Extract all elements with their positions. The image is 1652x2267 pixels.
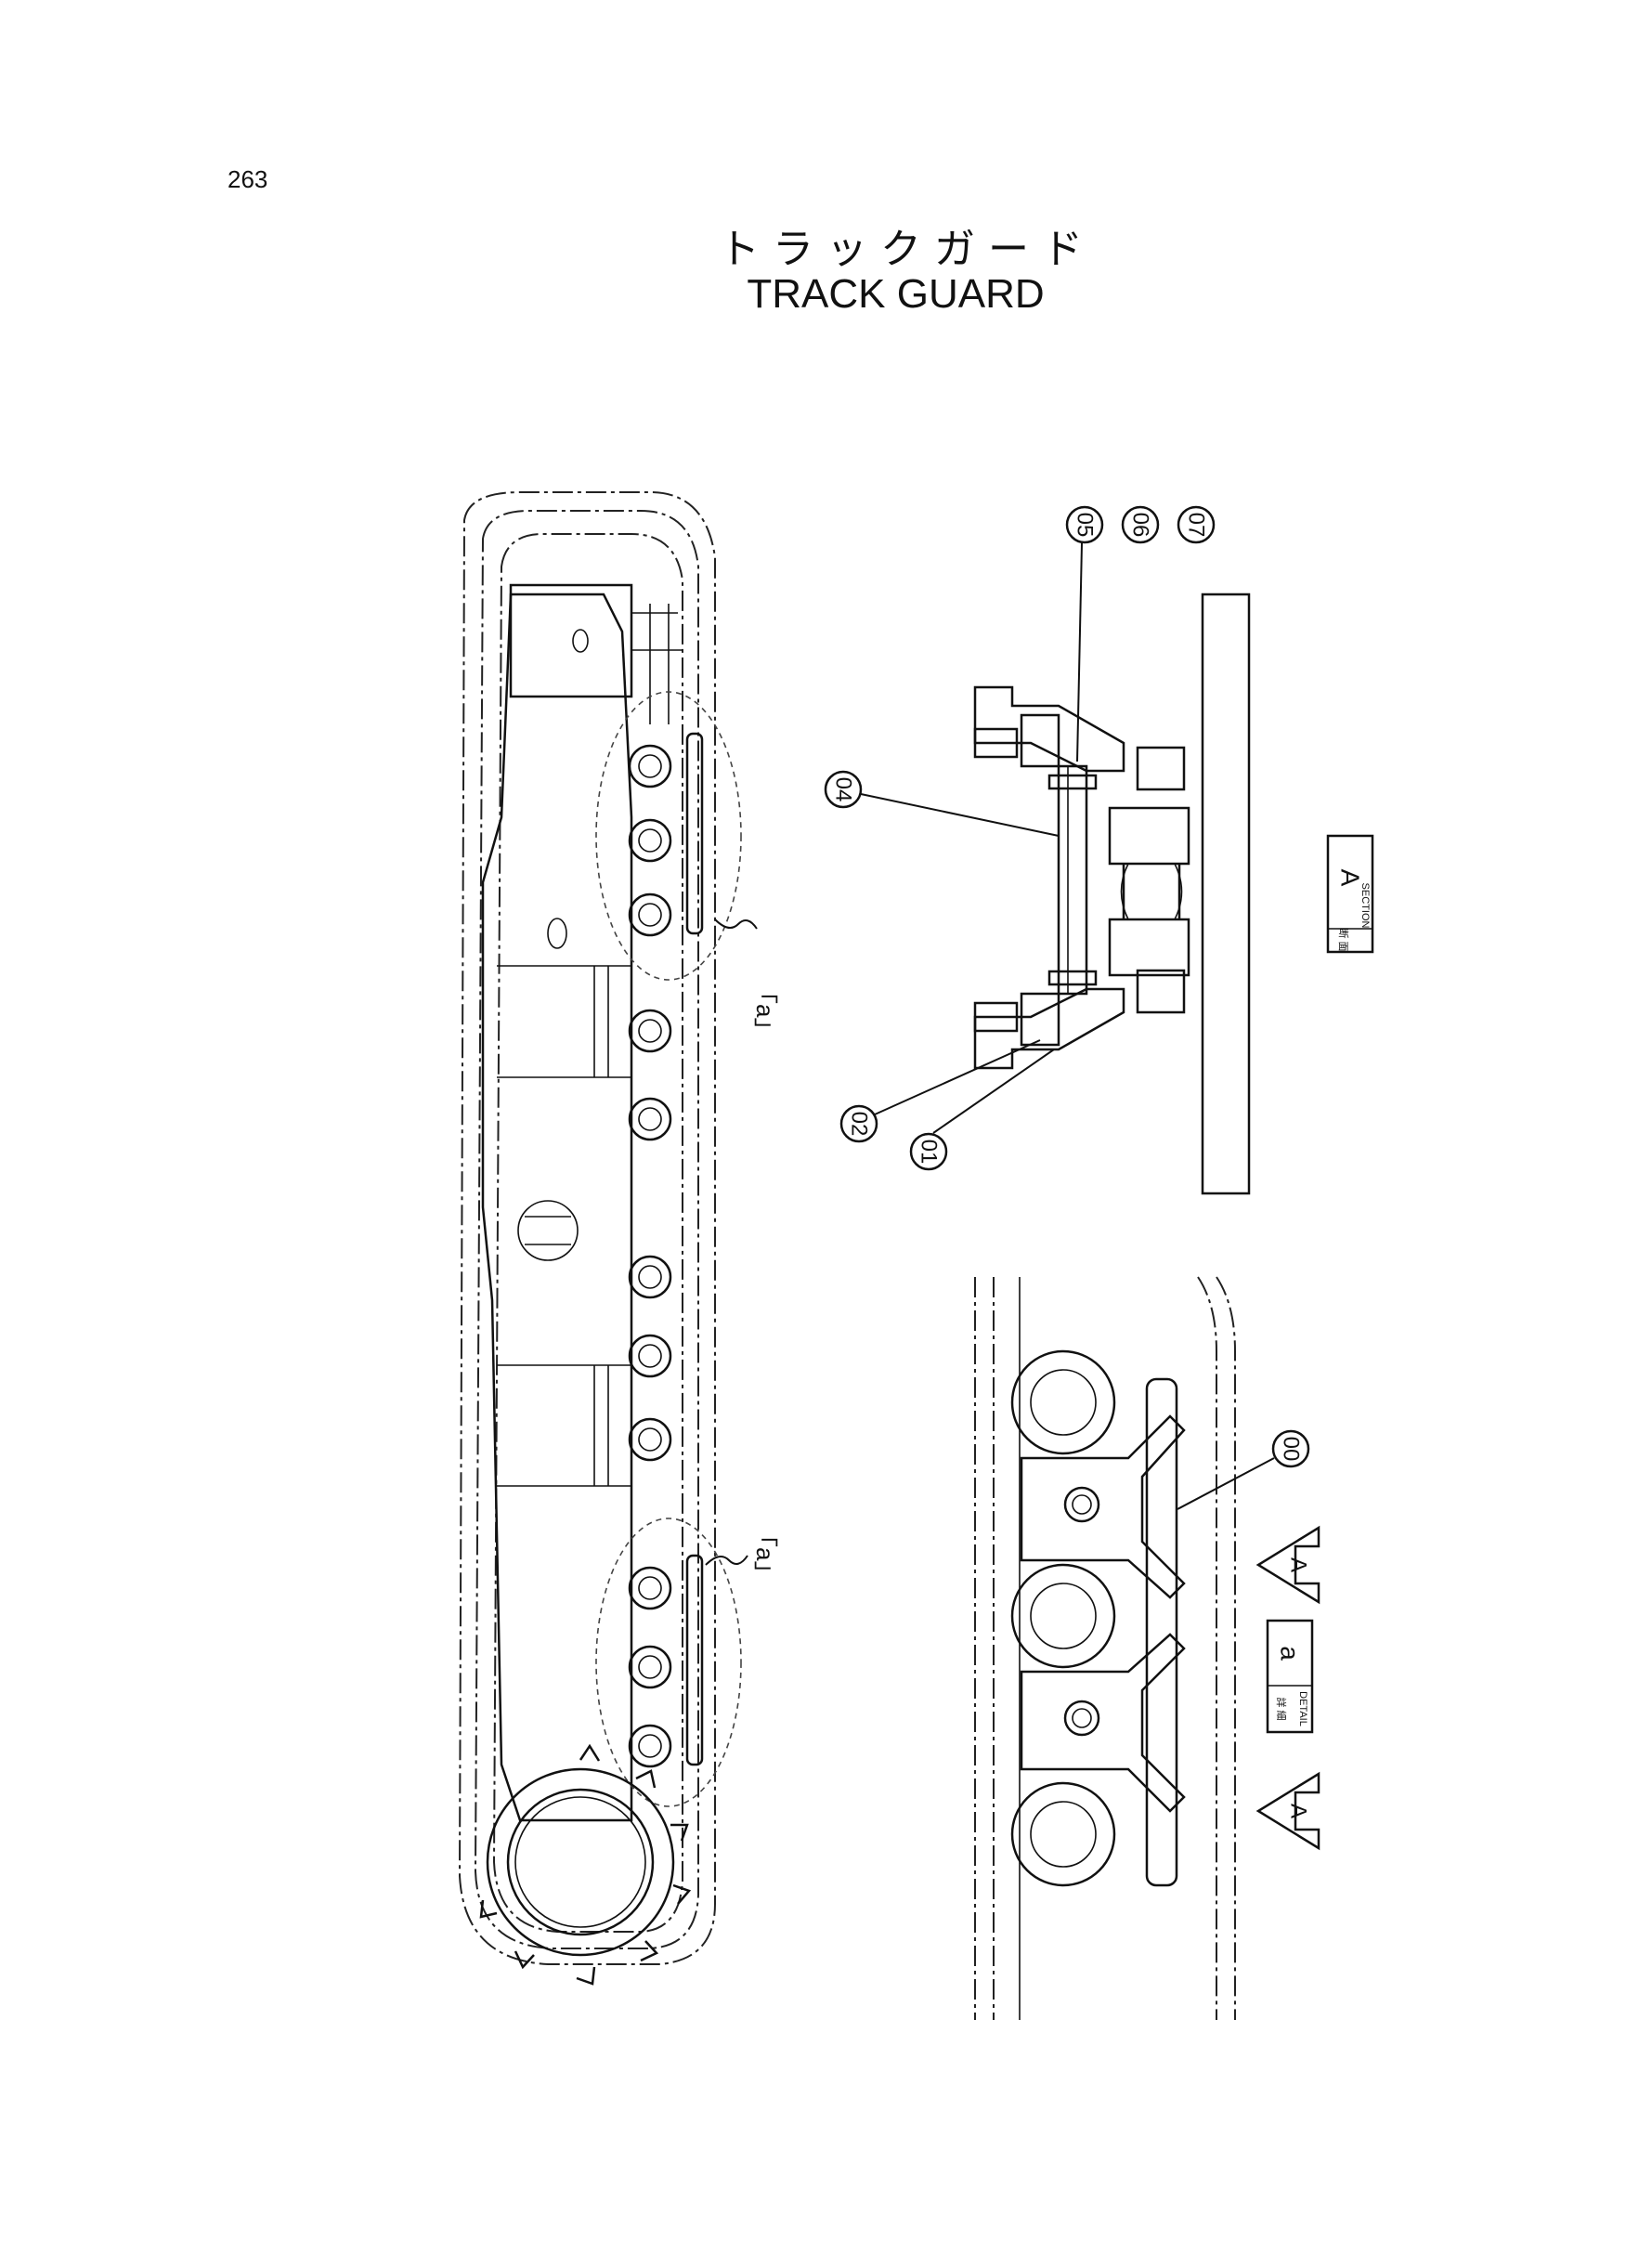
detail-a-region-1 [595,691,742,981]
svg-text:DETAIL: DETAIL [1297,1691,1308,1726]
callout-05: 05 [1065,505,1104,544]
title-english: TRACK GUARD [747,271,1045,317]
svg-text:06: 06 [1128,513,1153,538]
svg-text:A: A [1286,1557,1311,1572]
detail-mark-2: 「a」 [751,1523,779,1584]
callout-02: 02 [839,1104,878,1143]
svg-text:a: a [1276,1646,1305,1661]
svg-text:A: A [1286,1804,1311,1818]
detail-a-region-2 [595,1518,742,1807]
page-number: 263 [228,165,268,193]
detail-a-view: 00 A A a DETAIL 詳 細 [974,1276,1320,2020]
view-arrow-a-2: A [1255,1771,1320,1851]
callout-04: 04 [824,770,863,809]
sprocket [479,1743,692,1986]
svg-text:04: 04 [831,777,856,802]
svg-text:断 面: 断 面 [1337,928,1350,951]
svg-text:00: 00 [1279,1437,1304,1462]
svg-text:A: A [1336,869,1365,887]
title-japanese: トラックガード [719,226,1096,273]
callout-06: 06 [1121,505,1160,544]
detail-a-label: a DETAIL 詳 細 [1266,1619,1314,1734]
detail-mark-1: 「a」 [751,980,779,1041]
callout-01: 01 [909,1132,948,1171]
svg-text:05: 05 [1073,513,1098,538]
view-arrow-a-1: A [1255,1525,1320,1605]
section-a-view: 05 06 07 04 02 01 A SECTION 断 面 [824,505,1374,1195]
svg-text:01: 01 [917,1140,942,1165]
track-frame-view: 「a」 「a」 [458,491,779,1986]
svg-text:02: 02 [847,1112,872,1137]
svg-text:詳 細: 詳 細 [1275,1697,1288,1720]
section-a-label: A SECTION 断 面 [1326,834,1374,954]
callout-07: 07 [1177,505,1216,544]
svg-text:07: 07 [1184,513,1209,538]
track-rollers [628,744,672,1768]
svg-text:SECTION: SECTION [1359,883,1371,929]
callout-00: 00 [1271,1429,1310,1468]
